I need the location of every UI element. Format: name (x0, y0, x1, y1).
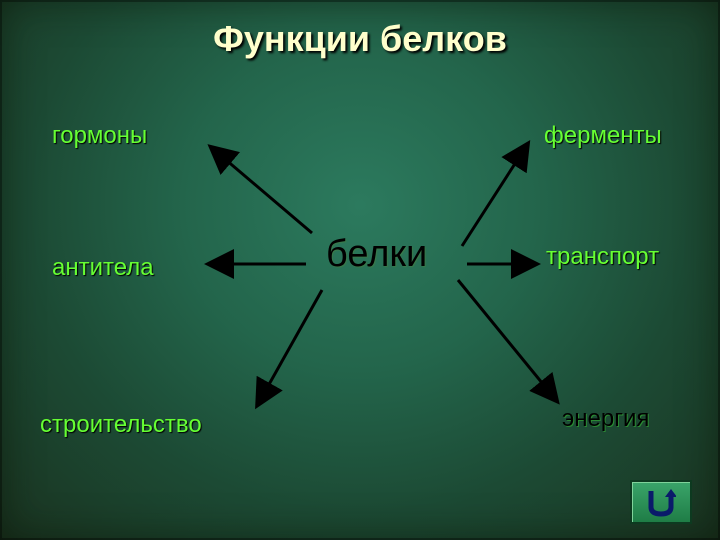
function-enzymes: ферменты (544, 122, 662, 149)
function-hormones: гормоны (52, 122, 148, 149)
arrow-to-hormones (207, 144, 313, 235)
arrow-to-enzymes (460, 139, 531, 247)
function-transport: транспорт (546, 243, 660, 270)
function-building: строительство (40, 411, 202, 438)
return-arrow-icon (648, 489, 676, 517)
arrow-to-energy (456, 279, 560, 405)
arrow-to-building (255, 289, 324, 410)
return-button[interactable] (630, 480, 692, 524)
slide-title: Функции белков (213, 18, 507, 59)
function-energy: энергия (562, 405, 650, 432)
function-antibodies: антитела (52, 254, 154, 281)
center-label-proteins: белки (326, 233, 428, 275)
